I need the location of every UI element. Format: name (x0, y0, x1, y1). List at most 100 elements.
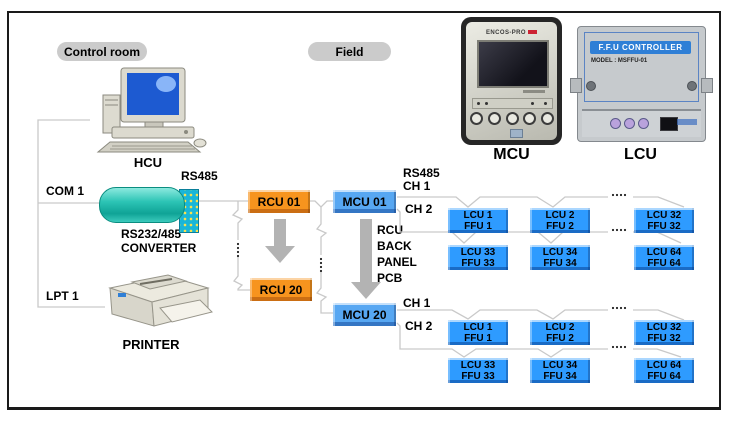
lcu-node-g2-2: LCU 2 FFU 2 (530, 320, 590, 345)
lcu-device-photo: F.F.U CONTROLLER MODEL : MSFFU-01 (570, 26, 713, 142)
bus-line-3: PANEL (377, 255, 417, 269)
lcu-label: LCU 32 (646, 209, 682, 221)
lcu-banner: F.F.U CONTROLLER (590, 41, 691, 54)
field-label: Field (335, 44, 364, 59)
wire-rcu01-mcu01 (310, 200, 333, 208)
hcu-computer-image (96, 67, 207, 153)
rcu-back-panel-pcb-label: RCU BACK PANEL PCB (377, 222, 417, 286)
wire-hcu-bus (37, 119, 105, 308)
lcu-node-g1-64: LCU 64 FFU 64 (634, 245, 694, 270)
rcu-expansion-arrow (274, 219, 286, 246)
rail-g1-ch2 (396, 208, 608, 244)
ffu-label: FFU 32 (647, 220, 681, 232)
mcu-button-icon (523, 112, 537, 125)
lcu-label: LCU 34 (542, 246, 578, 258)
mcu-photo-caption: MCU (493, 146, 530, 163)
lcu-label: LCU 33 (460, 359, 496, 371)
lcu-led-row (610, 118, 649, 129)
ffu-label: FFU 33 (461, 257, 495, 269)
mounting-ear-left (570, 78, 582, 93)
printer-caption: PRINTER (122, 337, 180, 352)
wire-branch-mcu20-bottom (315, 272, 333, 314)
com1-label: COM 1 (46, 184, 85, 198)
lcu-node-g1-34: LCU 34 FFU 34 (530, 245, 590, 270)
wire-branch-rcu20-top (231, 201, 244, 240)
node-rcu20-label: RCU 20 (259, 282, 303, 297)
mcu-badge (510, 129, 523, 138)
ffu-label: FFU 64 (647, 370, 681, 382)
lpt1-label: LPT 1 (46, 289, 79, 303)
lcu-node-g2-1: LCU 1 FFU 1 (448, 320, 508, 345)
mcu-brand-accent (527, 30, 537, 34)
lcu-control-strip (582, 109, 701, 137)
indicator-dot (477, 102, 480, 105)
lcu-node-g2-64: LCU 64 FFU 64 (634, 358, 694, 383)
mcu-device-photo: ENCOS-PRO (461, 17, 562, 145)
lcu-label: LCU 33 (460, 246, 496, 258)
indicator-dot (544, 102, 547, 105)
rail-g1-ch1 (397, 196, 608, 208)
node-mcu20: MCU 20 (333, 303, 396, 326)
lcu-label: LCU 2 (545, 209, 575, 221)
lcu-label: LCU 32 (646, 321, 682, 333)
mounting-ear-right (701, 78, 713, 93)
node-rcu20: RCU 20 (250, 278, 312, 301)
ffu-label: FFU 34 (543, 257, 577, 269)
rail-g1-ch2-end (633, 231, 682, 244)
converter-caption-line1: RS232/485 (121, 227, 182, 241)
lcu-label: LCU 2 (545, 321, 575, 333)
mcu-button-icon (470, 112, 483, 125)
lcu-node-g2-33: LCU 33 FFU 33 (448, 358, 508, 383)
node-mcu01: MCU 01 (333, 190, 396, 213)
mcu-button-icon (541, 112, 554, 125)
lcu-model-label: MODEL : MSFFU-01 (591, 58, 648, 64)
lcu-label: LCU 64 (646, 359, 682, 371)
g2-ch2-label: CH 2 (405, 319, 433, 333)
bus-line-1: RCU (377, 223, 403, 237)
wire-branch-rcu20-bottom (232, 257, 250, 291)
rail-g2-ch1 (397, 309, 608, 320)
rail-g1-ch1-end (633, 196, 685, 208)
rail-g2-ch1-end (633, 309, 685, 321)
bus-line-2: BACK (377, 239, 412, 253)
ffu-label: FFU 2 (546, 220, 574, 232)
ffu-label: FFU 34 (543, 370, 577, 382)
lcu-node-g2-34: LCU 34 FFU 34 (530, 358, 590, 383)
lcu-banner-label: F.F.U CONTROLLER (598, 43, 683, 52)
lcu-label: LCU 64 (646, 246, 682, 258)
screw-icon (687, 81, 697, 91)
screw-icon (586, 81, 596, 91)
printer-image (108, 274, 213, 327)
g1-rs485-label: RS485 (403, 166, 440, 180)
lcu-node-g1-32: LCU 32 FFU 32 (634, 208, 694, 233)
flow-arrows (265, 219, 381, 299)
converter-caption-line2: CONVERTER (121, 241, 197, 255)
lcu-node-g2-32: LCU 32 FFU 32 (634, 320, 694, 345)
control-room-pill: Control room (57, 42, 147, 61)
mcu-lcd-screen (477, 40, 549, 88)
indicator-dot (531, 102, 534, 105)
lcu-photo-caption: LCU (624, 146, 657, 163)
ffu-label: FFU 33 (461, 370, 495, 382)
rail-g2-ch2 (396, 322, 608, 358)
node-mcu01-label: MCU 01 (342, 194, 387, 209)
lcu-logo-mark (677, 119, 697, 125)
mcu-brand-text: ENCOS-PRO (466, 30, 557, 36)
lcu-node-g1-33: LCU 33 FFU 33 (448, 245, 508, 270)
wire-branch-mcu20-top (315, 207, 328, 255)
g2-ch1-label: CH 1 (403, 296, 431, 310)
control-room-label: Control room (64, 44, 140, 59)
led-icon (624, 118, 635, 129)
field-pill: Field (308, 42, 391, 61)
ffu-label: FFU 2 (546, 332, 574, 344)
ffu-label: FFU 64 (647, 257, 681, 269)
mcu-button-icon (487, 112, 501, 125)
g1-ch1-label: CH 1 (403, 179, 431, 193)
mcu-indicator-strip (472, 98, 553, 109)
led-icon (610, 118, 621, 129)
rail-g2-ch2-end (633, 348, 682, 358)
node-rcu01: RCU 01 (248, 190, 310, 213)
diagram-frame (7, 11, 721, 410)
lcu-label: LCU 1 (463, 321, 493, 333)
mcu-button-icon (505, 112, 519, 125)
